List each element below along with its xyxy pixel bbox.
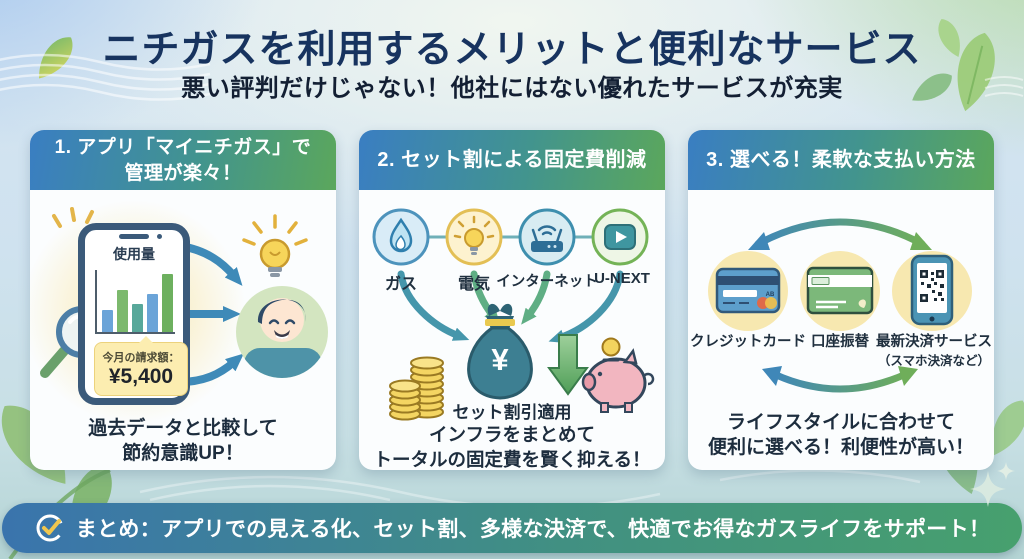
card-payment-methods: 3. 選べる！柔軟な支払い方法 [688,130,994,470]
router-icon [518,208,576,266]
card2-caption-line2: トータルの固定費を賢く抑える！ [373,449,651,470]
usage-bar [132,304,143,332]
usage-bar [162,274,173,332]
card-set-discount: 2. セット割による固定費削減 [359,130,665,470]
cycle-arrow-top-icon [748,218,932,250]
svg-text:AB: AB [766,292,775,298]
summary-text: まとめ：アプリでの見える化、セット割、多様な決済で、快適でお得なガスライフをサポ… [75,518,991,541]
card2-illustration [372,208,655,421]
card-app-management: 1. アプリ「マイニチガス」で 管理が楽々！ [30,130,336,470]
sparkle-icon [52,207,94,228]
card3-illustration: AB [708,218,972,393]
cycle-arrow-bottom-icon [762,366,918,393]
check-icon [36,514,64,542]
service-label-unext: U-NEXT [594,270,650,287]
down-arrow-icon [547,334,589,396]
service-label-internet: インターネット [496,274,598,290]
phone-camera-dot [157,234,162,239]
usage-title: 使用量 [113,246,155,262]
flame-icon [372,208,430,266]
play-icon [591,208,649,266]
piggy-bank-icon [581,337,655,413]
service-label-electricity: 電気 [457,276,491,293]
card3-caption-line2: 便利に選べる！利便性が高い！ [707,437,974,458]
bankbook-icon [806,266,874,315]
page-subtitle: 悪い評判だけじゃない！他社にはない優れたサービスが充実 [181,75,843,102]
summary-bar: まとめ：アプリでの見える化、セット割、多様な決済で、快適でお得なガスライフをサポ… [2,503,1022,553]
card3-caption: ライフスタイルに合わせて 便利に選べる！利便性が高い！ [688,410,994,460]
wave-lines-bottom [139,469,921,509]
bulb-icon [242,214,308,277]
card1-caption: 過去データと比較して 節約意識UP！ [30,416,336,466]
card3-header: 3. 選べる！柔軟な支払い方法 [688,130,994,190]
money-bag-icon [467,303,533,400]
pay-label-latest-payment: 最新決済サービス [876,334,992,350]
pay-sublabel-smartphone: （スマホ決済など） [877,354,991,368]
card2-header: 2. セット割による固定費削減 [359,130,665,190]
bulb-circle-icon [445,208,503,266]
usage-bar [117,290,128,332]
credit-card-icon: AB [715,267,781,314]
bill-label: 今月の請求額： [102,352,180,364]
card1-caption-line1: 過去データと比較して [88,418,278,439]
page-title: ニチガスを利用するメリットと便利なサービス [102,29,922,71]
bill-box: 今月の請求額： ¥5,400 [94,336,188,396]
pay-label-credit-card: クレジットカード [690,334,806,350]
card3-header-line1: 3. 選べる！柔軟な支払い方法 [706,149,976,171]
pay-label-bank-transfer: 口座振替 [811,334,869,350]
card1-header-line1: 1. アプリ「マイニチガス」で [54,137,312,158]
usage-bars [95,270,175,334]
card1-header: 1. アプリ「マイニチガス」で 管理が楽々！ [30,130,336,190]
usage-bar [147,294,158,332]
card2-header-line1: 2. セット割による固定費削減 [377,149,647,171]
card1-header-line2: 管理が楽々！ [124,163,242,184]
discount-label: セット割引適用 [452,403,572,422]
card2-caption-line1: インフラをまとめて [429,424,595,445]
service-label-gas: ガス [384,276,418,293]
phone-notch [119,234,149,239]
coins-icon [389,356,444,421]
qr-phone-icon [910,254,954,326]
card1-caption-line2: 節約意識UP！ [122,443,244,464]
usage-bar [102,310,113,332]
avatar [236,286,328,378]
yen-symbol: ¥ [491,342,509,377]
bill-amount: ¥5,400 [108,365,174,388]
card3-caption-line1: ライフスタイルに合わせて [726,412,955,433]
card2-caption: インフラをまとめて トータルの固定費を賢く抑える！ [359,422,665,472]
